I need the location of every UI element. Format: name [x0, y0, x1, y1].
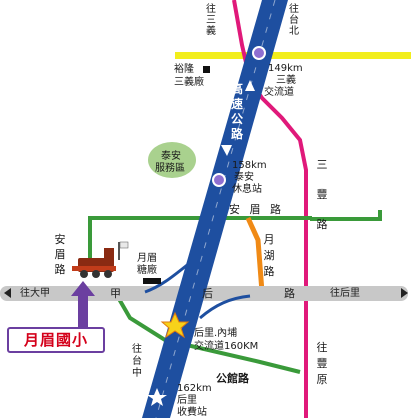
sugar-train-illustration [72, 241, 129, 278]
label-houli-toll-1: 后里 [177, 395, 197, 406]
school-sign: 月眉國小 [7, 327, 105, 353]
label-gongjing-road: 公館路 [216, 372, 249, 385]
anmei-road-lower [310, 210, 382, 221]
sanyi-interchange-marker [252, 46, 266, 60]
label-houli-neipu-1: 后里.內埔 [194, 328, 238, 339]
label-sanyi-interchange-2: 交流道 [264, 87, 294, 98]
label-km-158: 158km [232, 160, 267, 171]
direction-arrow-down [221, 145, 232, 156]
school-arrow [71, 281, 95, 328]
label-km-149: 149km [268, 63, 303, 74]
taian-rest-marker [212, 173, 226, 187]
label-anmei-road-h: 安 眉 路 [229, 203, 284, 216]
east-arrow [401, 288, 408, 298]
label-to-fengyuan: 往豐原 [316, 341, 328, 386]
label-anmei-road-v: 安眉路 [54, 233, 66, 276]
label-houli-neipu-2: 交流道160KM [194, 341, 259, 352]
label-highway: 高速公路 [230, 82, 243, 141]
houli-interchange-star [160, 311, 190, 339]
yuehu-road-orange [245, 216, 265, 293]
label-road-lu: 路 [284, 287, 295, 300]
toll-station-star [147, 388, 167, 406]
label-taian-service-2: 服務區 [155, 163, 185, 174]
label-road-jia: 甲 [110, 287, 121, 300]
taian-service-area [148, 142, 196, 178]
label-road-hou: 后 [202, 287, 213, 300]
label-sanyi-interchange-1: 三義 [276, 75, 296, 86]
label-km-162: 162km [177, 383, 212, 394]
yellow-road [175, 52, 411, 59]
label-to-houli: 往后里 [330, 288, 360, 299]
label-taian-rest-1: 泰安 [234, 172, 254, 183]
label-to-taichung: 往台中 [132, 344, 142, 379]
ramp-lower [199, 294, 251, 320]
west-arrow [4, 288, 11, 298]
direction-arrow-up [245, 80, 255, 91]
yulong-factory-marker [203, 66, 210, 73]
yuemei-factory-marker [143, 278, 161, 284]
label-to-dajia: 往大甲 [20, 288, 50, 299]
label-yuehu-road: 月湖路 [263, 233, 275, 278]
pink-route [232, 0, 308, 418]
label-sanfeng-road: 三豐路 [316, 158, 328, 231]
label-taian-service-1: 泰安 [161, 151, 181, 162]
highway [142, 0, 288, 418]
label-to-taipei: 往台北 [289, 4, 299, 37]
label-yulong-2: 三義廠 [174, 77, 204, 88]
label-houli-toll-2: 收費站 [177, 407, 207, 418]
label-taian-rest-2: 休息站 [232, 184, 262, 195]
label-to-sanyi: 往三義 [206, 4, 216, 37]
label-yuemei-factory-2: 糖廠 [137, 265, 157, 276]
label-yulong-1: 裕隆 [174, 64, 194, 75]
label-yuemei-factory-1: 月眉 [137, 253, 157, 264]
highway-lane-line [155, 0, 276, 418]
